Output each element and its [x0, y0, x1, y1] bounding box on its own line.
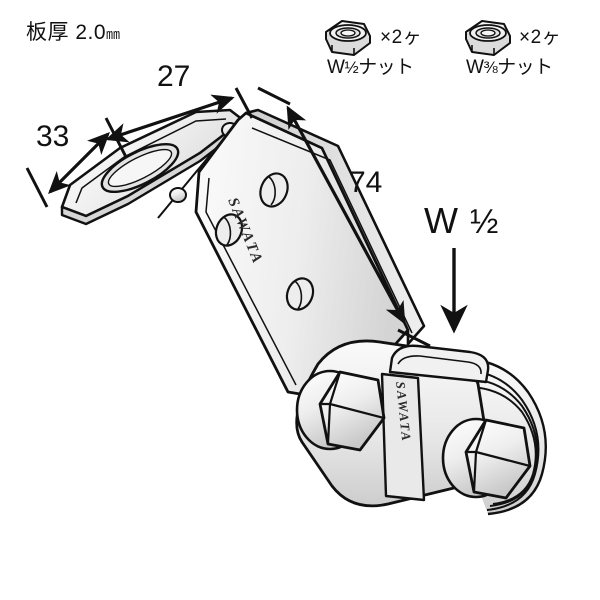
- dimension-label-74: 74: [349, 166, 383, 199]
- nut-quantity-w-half: ×2ヶ: [380, 27, 423, 48]
- dimension-label-27: 27: [157, 60, 191, 93]
- ext-line-74-a: [257, 86, 291, 106]
- nut-label-w-half: W½ナット: [327, 58, 414, 77]
- weld-bump: [169, 187, 187, 203]
- hex-bolt-right: [441, 417, 532, 500]
- hex-nut-icon: [465, 20, 511, 56]
- hex-nut-icon: [325, 20, 371, 56]
- dimension-lines: [25, 86, 468, 348]
- plate-thickness-unit: ㎜: [106, 26, 120, 42]
- dim-line-33: [48, 132, 110, 194]
- nut-label-prefix: W: [327, 57, 345, 78]
- arm-hole: [259, 172, 289, 208]
- hex-bolt-left: [295, 369, 386, 452]
- plate-thickness-value: 板厚 2.0: [26, 21, 107, 44]
- nut-label-suffix: ナット: [358, 57, 414, 78]
- ext-line-27: [234, 87, 254, 119]
- dim-line-74: [286, 105, 406, 325]
- nut-label-suffix: ナット: [497, 57, 553, 78]
- bolt-size-callout: W ½: [424, 200, 500, 241]
- ext-line-33-a: [25, 167, 49, 208]
- bracket-body: SAWATA SAWATA: [60, 108, 547, 516]
- arm-hole: [214, 213, 244, 247]
- nut-quantity-w-three-eighths: ×2ヶ: [519, 27, 562, 48]
- ext-line-74-b: [397, 328, 431, 348]
- nut-label-fraction: ½: [344, 58, 359, 77]
- bolt-size-fraction: ½: [470, 203, 500, 241]
- nut-label-prefix: W: [466, 57, 484, 78]
- dim-line-27: [105, 94, 235, 143]
- nut-label-fraction: ⅜: [483, 58, 498, 77]
- bolt-size-prefix: W: [424, 200, 459, 241]
- clamp-assembly: SAWATA: [295, 339, 547, 516]
- dimension-label-33: 33: [36, 120, 70, 153]
- nut-label-w-three-eighths: W⅜ナット: [466, 58, 553, 77]
- brand-text-clamp: SAWATA: [393, 381, 414, 443]
- plate-thickness-note: 板厚 2.0㎜: [26, 22, 120, 43]
